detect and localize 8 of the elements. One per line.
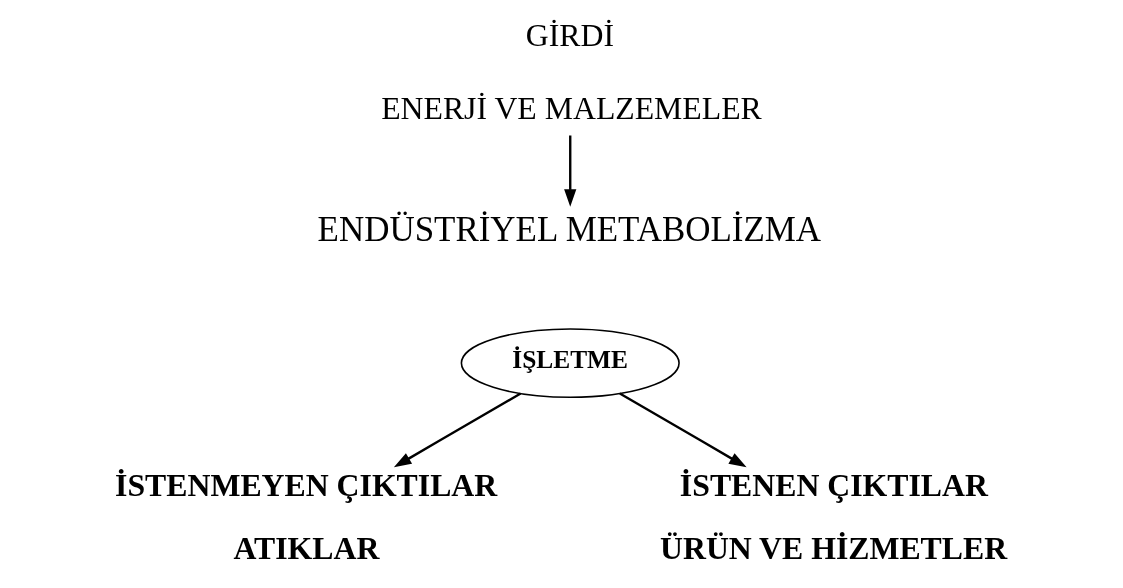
node-text: İSTENMEYEN ÇIKTILAR ATIKLAR [115,467,498,567]
node-text: İSTENEN ÇIKTILAR ÜRÜN VE HİZMETLER [660,467,1008,567]
arrow [619,392,747,468]
arrow [393,392,522,468]
node-ellipse: İŞLETME [460,328,680,399]
arrow [564,135,577,207]
node-text: ENDÜSTRİYEL METABOLİZMA [317,209,822,249]
node-text: GİRDİ ENERJİ VE MALZEMELER [381,18,762,127]
